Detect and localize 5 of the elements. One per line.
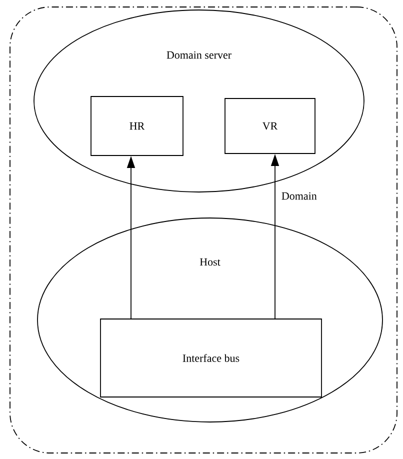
- dash-dot-frame: [10, 6, 398, 454]
- edge-label: Domain: [280, 191, 318, 201]
- process-box: HR: [90, 96, 184, 156]
- process-box: VR: [224, 98, 316, 154]
- process-box: Interface bus: [100, 318, 322, 398]
